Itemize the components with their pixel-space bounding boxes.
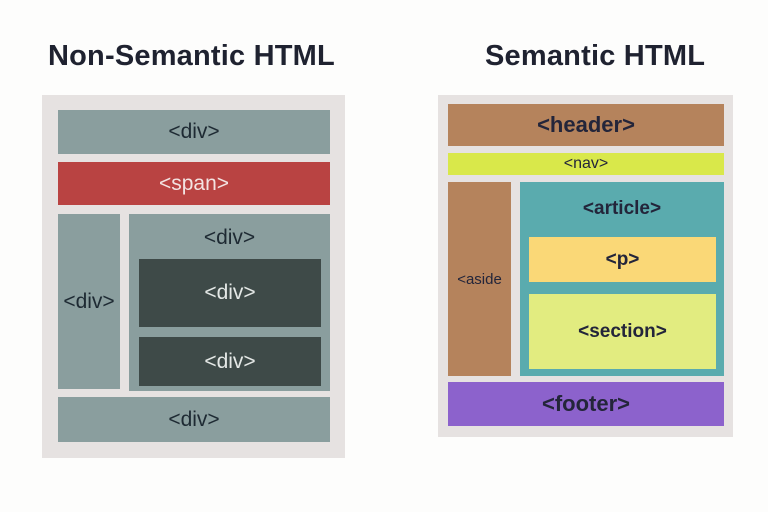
article-label: <article> bbox=[582, 198, 662, 219]
bottom-div-label: <div> bbox=[168, 407, 220, 431]
section-label: <section> bbox=[578, 320, 667, 342]
nav-box: <nav> bbox=[448, 153, 724, 175]
inner-div-box-1: <div> bbox=[139, 259, 321, 327]
aside-box: <aside bbox=[448, 182, 511, 376]
bottom-div-box: <div> bbox=[58, 397, 330, 442]
header-label: <header> bbox=[537, 112, 635, 137]
section-box: <section> bbox=[529, 294, 716, 369]
top-div-box: <div> bbox=[58, 110, 330, 154]
sidebar-div-label: <div> bbox=[63, 289, 115, 313]
footer-label: <footer> bbox=[541, 391, 631, 416]
inner-div-1-label: <div> bbox=[204, 281, 256, 304]
sidebar-div-box: <div> bbox=[58, 214, 120, 389]
nav-label: <nav> bbox=[563, 155, 609, 172]
span-box: <span> bbox=[58, 162, 330, 205]
p-box: <p> bbox=[529, 237, 716, 282]
container-div-label: <div> bbox=[203, 226, 256, 249]
aside-label: <aside bbox=[457, 270, 502, 288]
inner-div-2-label: <div> bbox=[204, 349, 256, 373]
non-semantic-title: Non-Semantic HTML bbox=[48, 40, 335, 72]
p-label: <p> bbox=[605, 248, 640, 270]
footer-box: <footer> bbox=[448, 382, 724, 426]
top-div-label: <div> bbox=[168, 120, 220, 143]
span-label: <span> bbox=[158, 171, 230, 195]
header-box: <header> bbox=[448, 104, 724, 146]
inner-div-box-2: <div> bbox=[139, 337, 321, 386]
semantic-title: Semantic HTML bbox=[485, 40, 706, 72]
